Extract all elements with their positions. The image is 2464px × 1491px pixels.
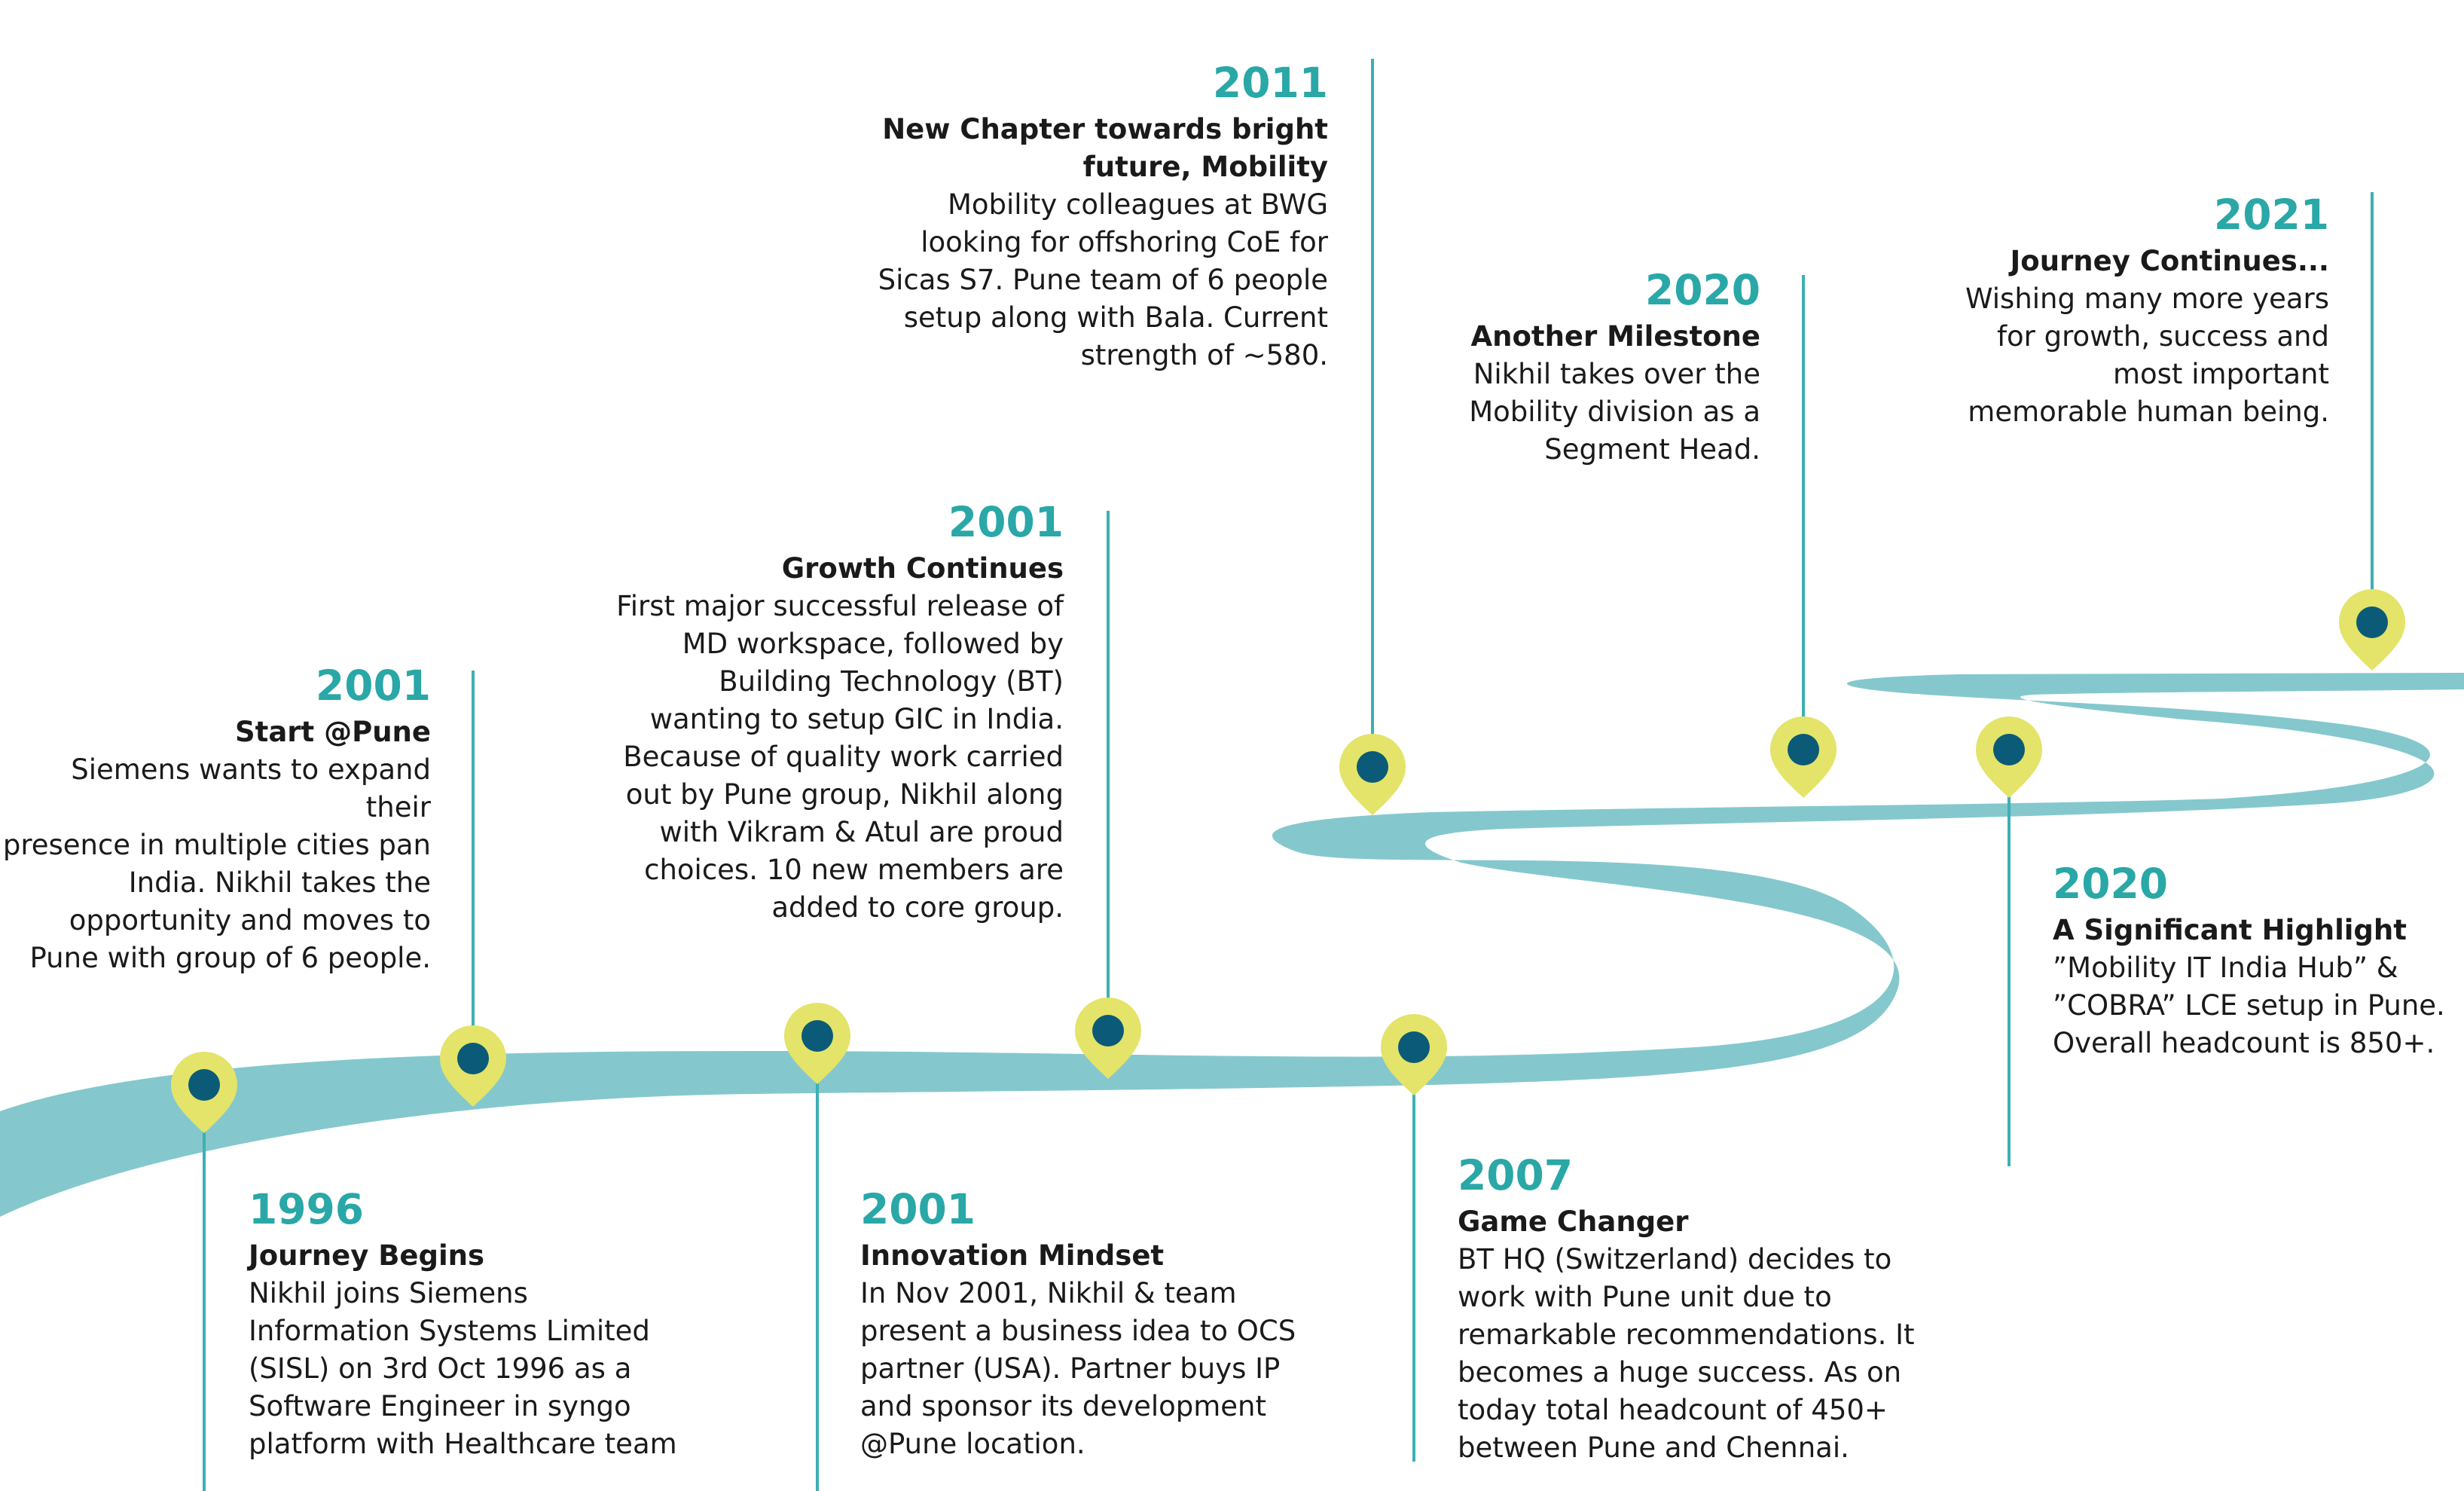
pin-2001-innovation bbox=[784, 1003, 850, 1084]
milestone-heading: Game Changer bbox=[1458, 1205, 1689, 1238]
milestone-body: First major successful release of MD wor… bbox=[616, 590, 1064, 924]
milestone-body: Siemens wants to expand their presence i… bbox=[2, 753, 431, 974]
stems bbox=[203, 59, 2374, 1491]
pins bbox=[171, 589, 2405, 1133]
milestone-year: 2011 bbox=[1212, 59, 1328, 107]
milestone-2007: 2007 Game Changer BT HQ (Switzerland) de… bbox=[1458, 1149, 1925, 1467]
milestone-body: BT HQ (Switzerland) decides to work with… bbox=[1458, 1243, 1915, 1464]
milestone-heading: Start @Pune bbox=[234, 716, 431, 748]
milestone-body: ”Mobility IT India Hub” & ”COBRA” LCE se… bbox=[2053, 952, 2445, 1059]
milestone-heading: Journey Continues... bbox=[2010, 245, 2329, 277]
milestone-body: Nikhil joins Siemens Information Systems… bbox=[249, 1277, 677, 1460]
pin-2007 bbox=[1381, 1014, 1447, 1095]
milestone-2001-innovation: 2001 Innovation Mindset In Nov 2001, Nik… bbox=[860, 1183, 1342, 1463]
pin-2021 bbox=[2339, 589, 2405, 671]
pin-2001-growth bbox=[1075, 998, 1141, 1079]
milestone-heading: Journey Begins bbox=[249, 1239, 485, 1272]
milestone-2021: 2021 Journey Continues... Wishing many m… bbox=[1898, 188, 2329, 431]
pin-2011 bbox=[1339, 734, 1406, 815]
milestone-year: 2021 bbox=[2213, 191, 2329, 239]
milestone-heading: New Chapter towards bright future, Mobil… bbox=[882, 113, 1328, 183]
milestone-year: 2020 bbox=[1644, 266, 1760, 314]
milestone-body: In Nov 2001, Nikhil & team present a bus… bbox=[860, 1277, 1296, 1460]
pin-2020-highlight bbox=[1976, 716, 2042, 798]
milestone-heading: Growth Continues bbox=[781, 552, 1064, 585]
milestone-year: 2020 bbox=[2053, 860, 2169, 908]
milestone-year: 1996 bbox=[249, 1185, 365, 1233]
pin-1996 bbox=[171, 1052, 237, 1133]
milestone-year: 2001 bbox=[860, 1185, 976, 1233]
milestone-body: Wishing many more years for growth, succ… bbox=[1965, 283, 2329, 428]
milestone-heading: Another Milestone bbox=[1470, 320, 1761, 353]
milestone-year: 2001 bbox=[315, 661, 431, 710]
milestone-2001-growth: 2001 Growth Continues First major succes… bbox=[582, 496, 1064, 927]
milestone-year: 2001 bbox=[948, 498, 1064, 546]
milestone-1996: 1996 Journey Begins Nikhil joins Siemens… bbox=[249, 1183, 701, 1463]
milestone-2001-start: 2001 Start @Pune Siemens wants to expand… bbox=[0, 659, 431, 977]
milestone-2011: 2011 New Chapter towards bright future, … bbox=[840, 57, 1328, 374]
milestone-body: Nikhil takes over the Mobility division … bbox=[1469, 358, 1760, 466]
pin-2020-milestone bbox=[1770, 716, 1837, 798]
milestone-heading: Innovation Mindset bbox=[860, 1239, 1165, 1272]
milestone-year: 2007 bbox=[1458, 1151, 1574, 1199]
milestone-2020-highlight: 2020 A Significant Highlight ”Mobility I… bbox=[2053, 857, 2459, 1062]
pin-2001-start bbox=[440, 1025, 506, 1107]
milestone-2020-milestone: 2020 Another Milestone Nikhil takes over… bbox=[1345, 264, 1760, 469]
milestone-heading: A Significant Highlight bbox=[2053, 914, 2407, 946]
timeline-road bbox=[0, 673, 2464, 1217]
milestone-body: Mobility colleagues at BWG looking for o… bbox=[878, 188, 1328, 371]
